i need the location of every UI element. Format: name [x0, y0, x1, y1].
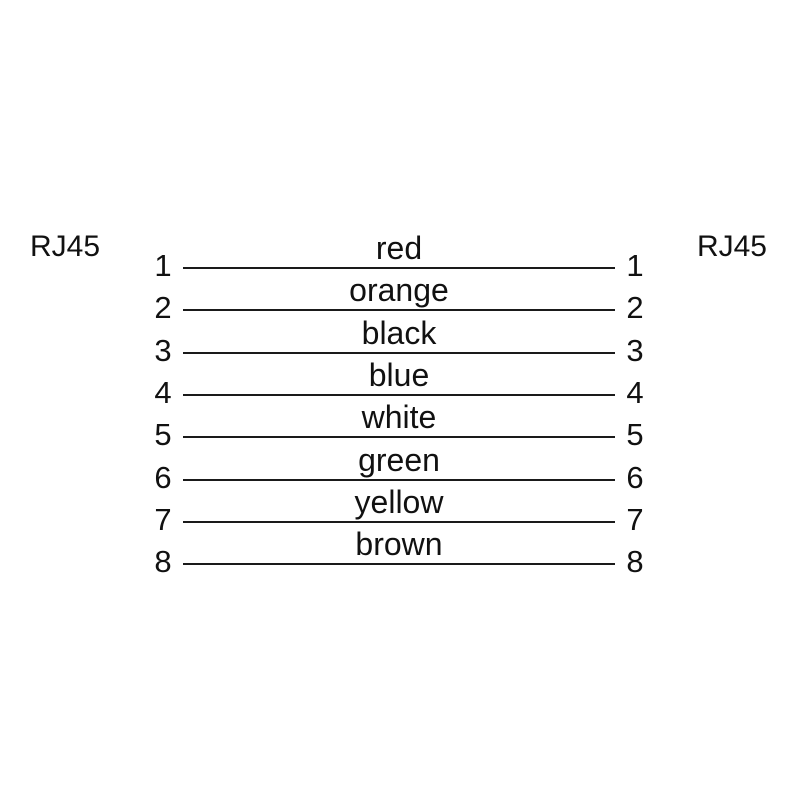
wire-color-label: blue [368, 356, 430, 393]
wire-line [183, 478, 615, 481]
right-pin-number: 5 [626, 417, 644, 453]
wire-line [183, 520, 615, 523]
left-pin-number: 4 [154, 374, 172, 410]
wire-line [183, 393, 615, 396]
right-pin-number: 2 [626, 290, 644, 326]
left-connector-label: RJ45 [30, 230, 101, 263]
left-pin-number: 6 [154, 459, 172, 495]
right-pin-number: 7 [626, 501, 644, 537]
left-pin-number: 3 [154, 332, 172, 368]
left-pin-number: 1 [154, 248, 172, 283]
wire-line [183, 351, 615, 354]
right-pin-number: 4 [626, 374, 644, 410]
right-pin-number: 8 [626, 544, 644, 580]
right-pin-number: 1 [626, 248, 644, 283]
left-pin-number: 7 [154, 501, 172, 537]
wire-line [183, 436, 615, 439]
wire-color-label: yellow [354, 483, 444, 520]
left-pin-number: 8 [154, 544, 172, 580]
wire-line [183, 267, 615, 269]
right-pin-number: 3 [626, 332, 644, 368]
wire-color-label: white [361, 399, 437, 436]
wire-color-label: brown [355, 526, 443, 563]
right-pin-number: 6 [626, 459, 644, 495]
left-pin-number: 2 [154, 290, 172, 326]
wire-color-label: black [361, 314, 437, 351]
wire-color-label: red [375, 230, 423, 266]
wire-color-label: green [358, 441, 440, 478]
wire-line [183, 309, 615, 312]
right-connector-label: RJ45 [696, 230, 767, 263]
wire-color-label: orange [349, 272, 449, 309]
left-pin-number: 5 [154, 417, 172, 453]
wire-line [183, 563, 615, 566]
